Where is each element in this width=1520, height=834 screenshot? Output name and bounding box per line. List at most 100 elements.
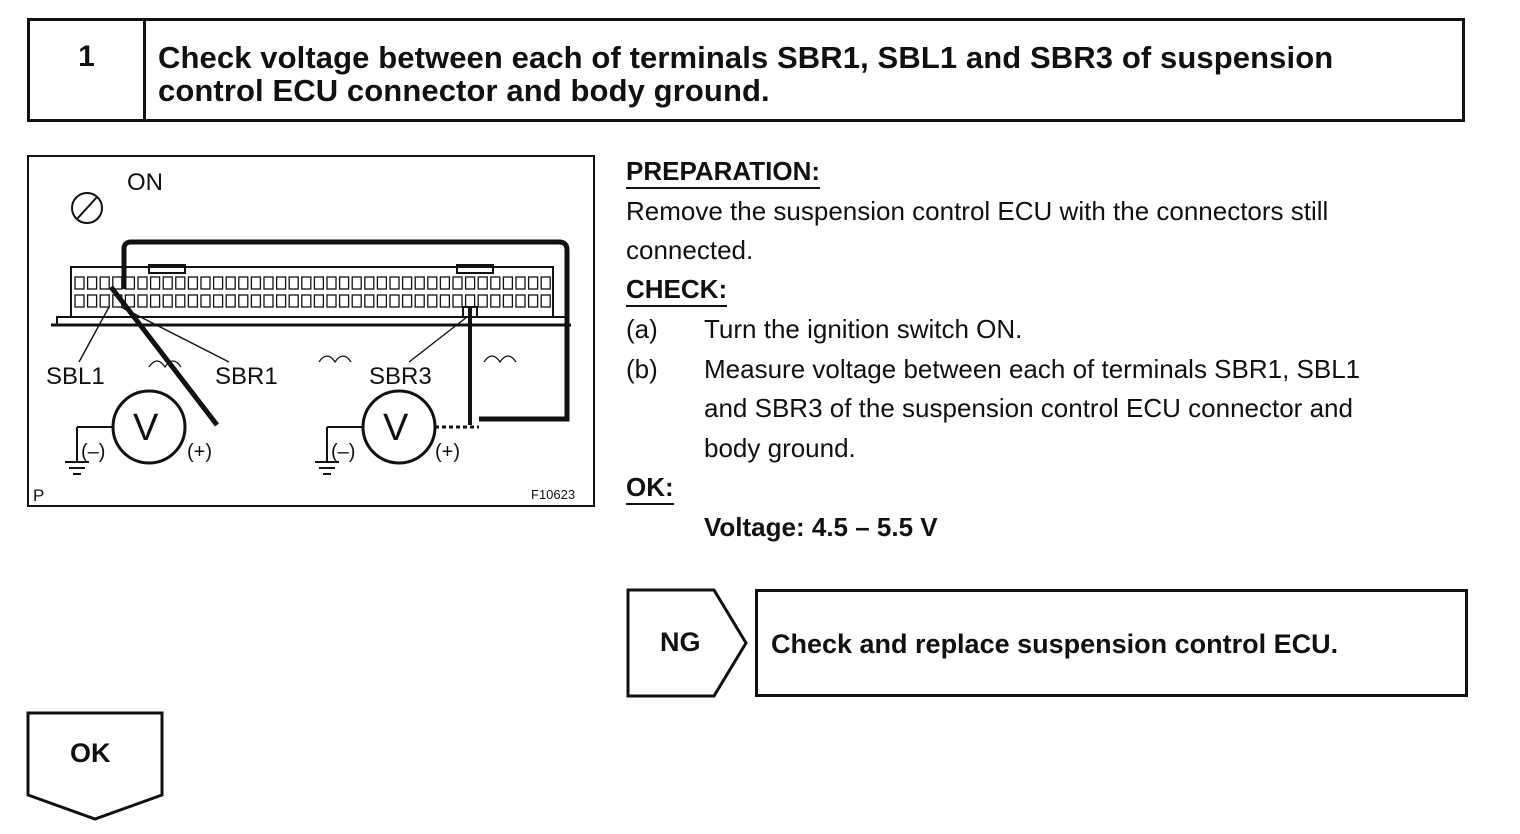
positive-label-2: (+) (435, 441, 460, 463)
connector-pin (162, 294, 173, 308)
connector-pin (464, 294, 476, 308)
connector-pin (263, 294, 274, 308)
connector-pin (326, 276, 337, 290)
ignition-switch-icon (71, 192, 103, 224)
terminal-label-sbr3: SBR3 (369, 363, 432, 390)
voltage-spec: Voltage: 4.5 – 5.5 V (704, 512, 938, 542)
connector-pin (490, 276, 501, 290)
wiring-diagram (51, 192, 571, 475)
voltmeter-symbol-1: V (133, 407, 159, 449)
connector-pin (414, 276, 425, 290)
ng-branch-tag: NG (626, 588, 748, 698)
negative-label-1: (–) (81, 441, 106, 463)
connector-pin (288, 276, 299, 290)
check-item-line: and SBR3 of the suspension control ECU c… (704, 393, 1353, 423)
figure-corner-label: P (33, 486, 45, 505)
check-item-text: Measure voltage between each of terminal… (704, 350, 1471, 469)
connector-pin (364, 294, 375, 308)
connector-pin (225, 294, 236, 308)
connector-pin (527, 276, 539, 290)
voltmeter-icon-2 (326, 389, 479, 465)
connector-pin (338, 276, 350, 290)
connector-pin (502, 276, 514, 290)
connector-pin (187, 294, 199, 308)
check-heading: CHECK: (626, 273, 728, 307)
connector-pin (389, 276, 400, 290)
connector-pin (464, 276, 476, 290)
connector-pin (515, 294, 526, 308)
check-item-line: Measure voltage between each of terminal… (704, 353, 1361, 384)
step-header: 1 Check voltage between each of terminal… (27, 18, 1465, 122)
connector-pin (275, 276, 287, 290)
connector-pin (74, 294, 85, 308)
step-title-line-2: control ECU connector and body ground. (158, 73, 770, 108)
ng-arrow-shape (626, 588, 748, 698)
connector-pin (200, 294, 211, 308)
check-item-b: (b) Measure voltage between each of term… (626, 350, 1471, 469)
connector-pin (162, 276, 173, 290)
connector-pin (301, 276, 312, 290)
connector-pin (124, 276, 136, 290)
connector-pin (74, 276, 85, 290)
connector-pin (376, 294, 388, 308)
connector-pin (187, 276, 199, 290)
check-item-marker: (a) (626, 314, 658, 344)
check-item-a: (a) Turn the ignition switch ON. (626, 310, 1471, 350)
ok-label: OK (70, 738, 111, 768)
ground-icon-1 (65, 461, 89, 475)
preparation-line-1: Remove the suspension control ECU with t… (626, 196, 1329, 226)
connector-pin (301, 294, 312, 308)
connector-pin (149, 276, 161, 290)
connector-pin (439, 276, 451, 290)
connector-pin (225, 276, 236, 290)
connector-pin (99, 294, 110, 308)
voltmeter-symbol-2: V (383, 407, 409, 449)
terminal-label-sbr1: SBR1 (215, 363, 278, 390)
connector-pin (238, 294, 249, 308)
connector-pin (527, 294, 539, 308)
preparation-line-2: connected. (626, 234, 754, 265)
negative-label-2: (–) (331, 441, 356, 463)
check-item-line: body ground. (704, 432, 856, 463)
connector-pin (502, 294, 514, 308)
wiring-figure: ON SBL1 SBR1 SBR3 V V (–) (+) (–) (+) P … (27, 155, 595, 507)
step-number: 1 (30, 21, 146, 119)
connector-pin (452, 294, 463, 308)
connector-pin (452, 276, 463, 290)
connector-pin (540, 294, 551, 308)
ground-icon-2 (315, 461, 339, 475)
ok-heading: OK: (626, 471, 674, 505)
connector-pin (86, 276, 98, 290)
connector-pin (124, 294, 136, 308)
ecu-connector-icon (51, 264, 571, 327)
positive-label-1: (+) (187, 441, 212, 463)
connector-pin (477, 294, 488, 308)
connector-pin (313, 276, 325, 290)
connector-pin (313, 294, 325, 308)
connector-pin (137, 294, 148, 308)
connector-pin (490, 294, 501, 308)
connector-pin (439, 294, 451, 308)
connector-pin (238, 276, 249, 290)
preparation-heading: PREPARATION: (626, 155, 821, 189)
connector-pin (175, 294, 186, 308)
check-item-marker: (b) (626, 353, 658, 384)
connector-pin (137, 276, 148, 290)
connector-pin (389, 294, 400, 308)
step-title: Check voltage between each of terminals … (146, 21, 1462, 119)
connector-pin (149, 294, 161, 308)
connector-pin (401, 294, 413, 308)
connector-pin (477, 276, 488, 290)
connector-pin (250, 276, 262, 290)
connector-pin (427, 276, 438, 290)
ok-arrow-shape (26, 711, 164, 821)
connector-pin (540, 276, 551, 290)
switch-on-label: ON (127, 169, 163, 196)
connector-pin (288, 294, 299, 308)
terminal-label-sbl1: SBL1 (46, 363, 105, 390)
connector-pin (250, 294, 262, 308)
connector-pin (175, 276, 186, 290)
connector-pin (376, 276, 388, 290)
connector-pin (212, 276, 224, 290)
connector-pin (326, 294, 337, 308)
